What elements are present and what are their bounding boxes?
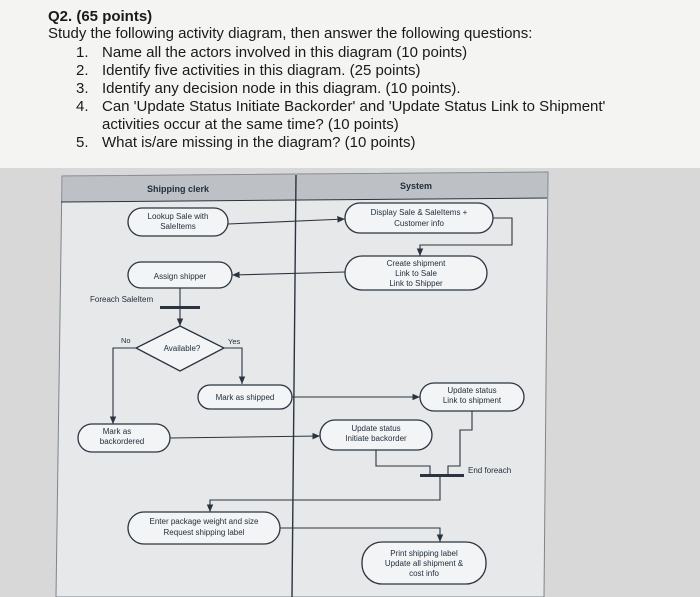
activity-diagram: Shipping clerk System Lookup Sale with S… bbox=[55, 171, 549, 597]
activity-update-link-shipment-text: Link to shipment bbox=[443, 396, 502, 405]
activity-create-shipment-text: Create shipment bbox=[387, 259, 446, 268]
decision-label: Available? bbox=[164, 344, 201, 353]
flow-arrow bbox=[375, 450, 431, 474]
decision-node bbox=[134, 325, 226, 372]
lane-divider bbox=[291, 174, 297, 597]
question-item: 2.Identify five activities in this diagr… bbox=[76, 62, 421, 79]
flow-arrow bbox=[109, 347, 136, 424]
flow-arrow bbox=[224, 347, 246, 384]
activity-mark-backordered-text: Mark as bbox=[103, 427, 131, 436]
activity-lookup-sale-text: Lookup Sale with bbox=[148, 212, 209, 221]
activity-print-label-text: cost info bbox=[409, 569, 439, 578]
activity-mark-backordered-text: backordered bbox=[100, 437, 144, 446]
activity-print-label-text: Print shipping label bbox=[390, 549, 458, 558]
flow-arrow bbox=[206, 477, 441, 512]
question-item-continuation: activities occur at the same time? (10 p… bbox=[102, 116, 399, 133]
question-block: Q2. (65 points) Study the following acti… bbox=[0, 0, 700, 151]
activity-update-link-shipment-text: Update status bbox=[447, 386, 496, 395]
question-item: 4.Can 'Update Status Initiate Backorder'… bbox=[76, 98, 606, 115]
header-line bbox=[60, 197, 548, 203]
activity-enter-package-text: Request shipping label bbox=[164, 528, 245, 537]
activity-create-shipment-text: Link to Sale bbox=[395, 269, 437, 278]
activity-print-label bbox=[361, 541, 487, 585]
activity-create-shipment-text: Link to Shipper bbox=[389, 279, 443, 288]
foreach-bar bbox=[160, 306, 200, 309]
decision-yes-label: Yes bbox=[228, 337, 240, 346]
activity-update-initiate-backorder-text: Initiate backorder bbox=[345, 434, 407, 443]
flow-arrow bbox=[416, 217, 513, 256]
flow-arrow bbox=[447, 411, 473, 474]
decision-no-label: No bbox=[121, 336, 131, 345]
activity-create-shipment bbox=[344, 255, 488, 291]
question-title: Q2. (65 points) bbox=[48, 8, 153, 25]
activity-display-sale-text: Customer info bbox=[394, 219, 444, 228]
flow-arrow bbox=[169, 432, 321, 440]
question-list: 1.Name all the actors involved in this d… bbox=[76, 44, 605, 152]
activity-update-initiate-backorder-text: Update status bbox=[351, 424, 400, 433]
flow-arrow bbox=[227, 216, 346, 225]
question-intro: Study the following activity diagram, th… bbox=[48, 25, 533, 42]
question-item: 5.What is/are missing in the diagram? (1… bbox=[76, 134, 416, 151]
end-foreach-bar bbox=[420, 474, 464, 477]
question-item: 1.Name all the actors involved in this d… bbox=[76, 44, 468, 61]
lane-header bbox=[61, 172, 548, 202]
flow-arrow bbox=[231, 271, 346, 279]
activity-assign-shipper-text: Assign shipper bbox=[154, 272, 207, 281]
foreach-label: Foreach SaleItem bbox=[90, 295, 153, 304]
activity-lookup-sale bbox=[127, 207, 229, 237]
activity-print-label-text: Update all shipment & bbox=[385, 559, 464, 568]
activity-enter-package-text: Enter package weight and size bbox=[150, 517, 260, 526]
question-item: 3.Identify any decision node in this dia… bbox=[76, 80, 461, 97]
activity-lookup-sale-text: SaleItems bbox=[160, 222, 196, 231]
end-foreach-label: End foreach bbox=[468, 466, 511, 475]
lane-label-shipping-clerk: Shipping clerk bbox=[147, 184, 210, 194]
activity-display-sale-text: Display Sale & SaleItems + bbox=[371, 208, 468, 217]
activity-mark-shipped-text: Mark as shipped bbox=[216, 393, 275, 402]
flow-arrow bbox=[280, 527, 444, 542]
lane-label-system: System bbox=[400, 181, 432, 191]
